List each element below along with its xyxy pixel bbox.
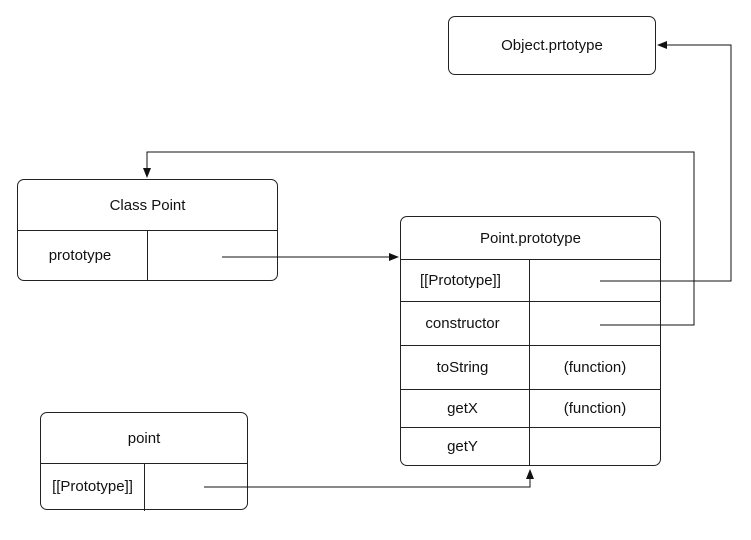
point-prototype-row-prototype-key: [[Prototype]]	[420, 272, 501, 289]
class-point-prototype-value	[148, 231, 277, 280]
point-prototype-row-tostring-value: (function)	[563, 359, 627, 376]
point-prototype-row-gety-key: getY	[447, 438, 478, 455]
class-point-title: Class Point	[109, 196, 186, 214]
point-prototype-row-constructor-value	[530, 302, 660, 345]
point-prototype-title: Point.prototype	[480, 229, 581, 247]
object-prototype-title: Object.prtotype	[501, 37, 603, 54]
point-prototype-box: Point.prototype [[Prototype]] constructo…	[400, 216, 661, 466]
point-instance-prototype-key: [[Prototype]]	[52, 478, 133, 495]
point-prototype-row-getx-key: getX	[447, 400, 478, 417]
point-instance-prototype-value	[145, 464, 247, 509]
point-prototype-column-divider	[529, 259, 530, 465]
point-prototype-row-constructor-key: constructor	[425, 315, 500, 332]
point-instance-proto-to-point-prototype-arrow	[204, 469, 534, 488]
point-prototype-divider-4	[401, 389, 660, 390]
point-prototype-divider-5	[401, 427, 660, 428]
class-point-box: Class Point prototype	[17, 179, 278, 281]
point-prototype-divider-3	[401, 345, 660, 346]
class-point-prototype-key: prototype	[48, 247, 112, 264]
point-prototype-row-getx-value: (function)	[563, 400, 627, 417]
point-instance-box: point [[Prototype]]	[40, 412, 248, 511]
point-prototype-row-tostring-key: toString	[436, 359, 489, 376]
point-instance-title: point	[127, 429, 161, 447]
object-prototype-box: Object.prtotype	[448, 16, 656, 75]
point-instance-column-divider	[144, 463, 145, 511]
point-prototype-row-gety-value	[530, 428, 660, 465]
point-prototype-row-prototype-value	[530, 260, 660, 301]
